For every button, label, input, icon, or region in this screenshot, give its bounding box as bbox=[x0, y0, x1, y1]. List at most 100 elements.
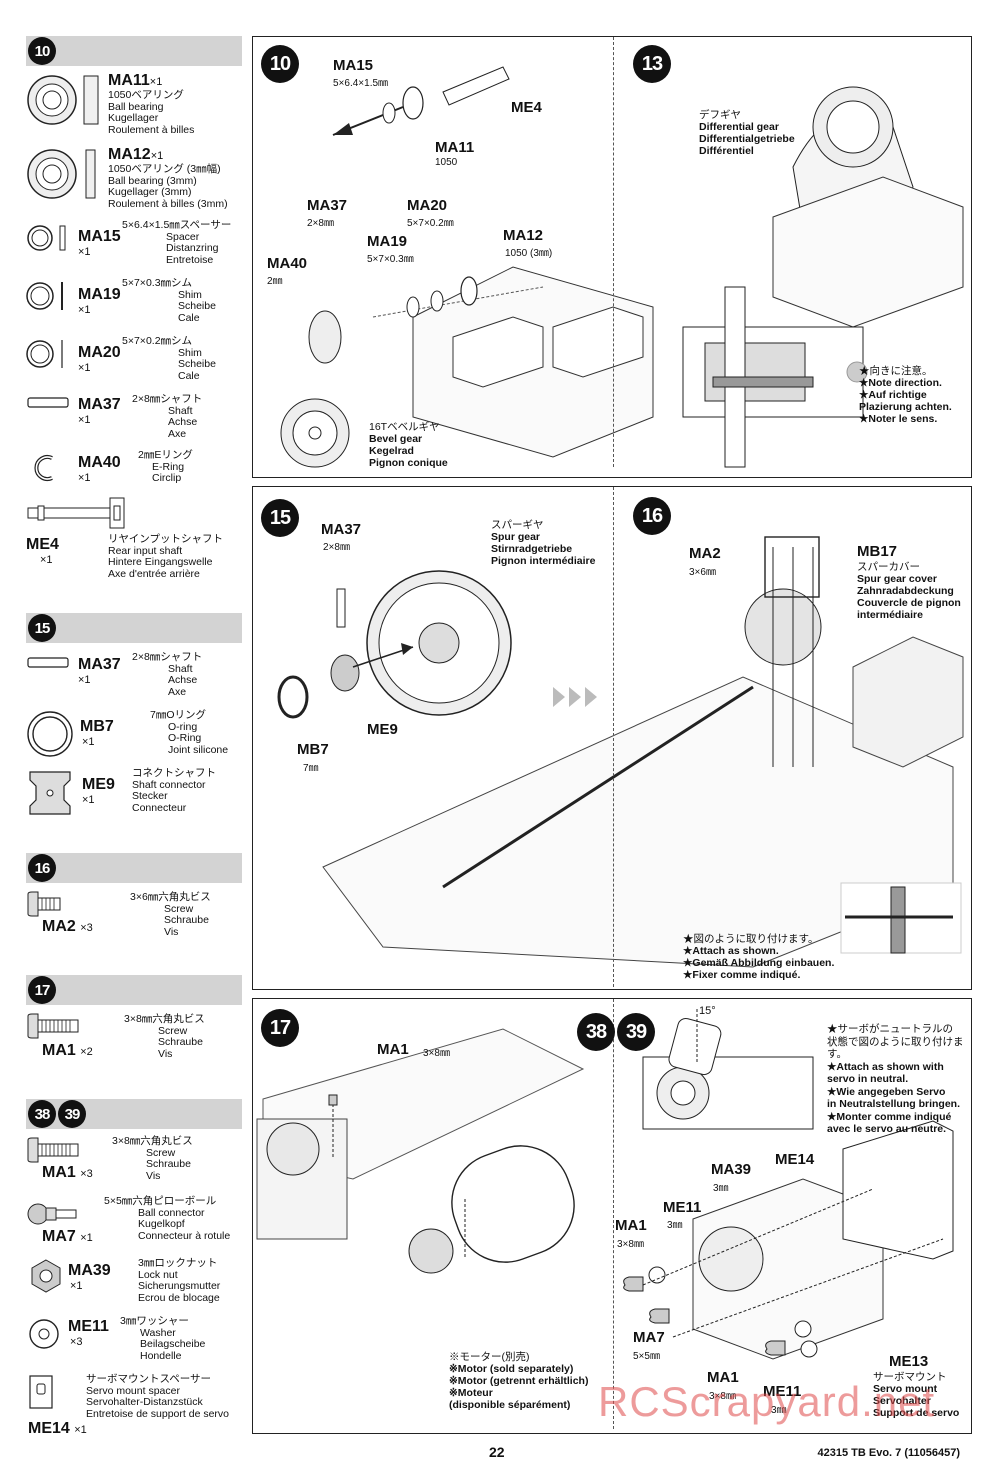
part-qty: ×1 bbox=[74, 1424, 87, 1436]
model-code: 42315 TB Evo. 7 (11056457) bbox=[817, 1447, 960, 1459]
shim-icon bbox=[26, 282, 63, 310]
panel-steps-15-16: 15 MA37 2×8㎜ スパーギヤ Spur gear Stirnradget… bbox=[252, 486, 972, 990]
label-ma15-size: 5×6.4×1.5㎜ bbox=[333, 78, 389, 89]
screw-icon bbox=[27, 1013, 79, 1039]
servo-spacer-icon bbox=[29, 1375, 53, 1409]
part-qty: ×3 bbox=[70, 1336, 83, 1348]
screw-icon bbox=[27, 891, 61, 917]
part-description: 3㎜ロックナット Lock nut Sicherungsmutter Ecrou… bbox=[138, 1257, 221, 1304]
step-divider bbox=[613, 487, 614, 987]
servo-mount-caption: サーボマウント Servo mount Servohalter Support … bbox=[873, 1371, 960, 1419]
step-divider bbox=[613, 999, 614, 1429]
label-ma1b-size: 3×8㎜ bbox=[709, 1391, 736, 1402]
panel-steps-10-13: 10 MA15 5×6.4×1.5㎜ ME4 MA11 1050 MA37 2×… bbox=[252, 36, 972, 478]
part-qty: ×1 bbox=[70, 1280, 83, 1292]
label-ma37: MA37 bbox=[307, 197, 348, 214]
label-ma19-size: 5×7×0.3㎜ bbox=[367, 254, 414, 265]
label-me11-size: 3㎜ bbox=[667, 1220, 683, 1231]
bevel-gear-caption: 16Tベベルギヤ Bevel gear Kegelrad Pignon coni… bbox=[369, 421, 448, 469]
label-me9: ME9 bbox=[367, 721, 398, 738]
label-ma1b: MA1 bbox=[707, 1369, 739, 1386]
step-badge: 10 bbox=[28, 37, 56, 65]
step-badge-13: 13 bbox=[633, 45, 671, 83]
screw-icon bbox=[27, 1137, 79, 1163]
part-qty: ×1 bbox=[78, 472, 91, 484]
part-description: 3×8㎜六角丸ビス Screw Schraube Vis bbox=[124, 1013, 205, 1060]
step-badge-15: 15 bbox=[261, 499, 299, 537]
label-ma1-size: 3×8㎜ bbox=[423, 1048, 450, 1059]
part-description: 1050ベアリング (3㎜幅)Ball bearing (3mm)Kugella… bbox=[108, 163, 228, 210]
panel-steps-17-38-39: 17 MA1 3×8㎜ ※モーター(別売) ※Motor (sold separ… bbox=[252, 998, 972, 1434]
part-qty: ×1 bbox=[149, 76, 163, 88]
step-badge-39: 39 bbox=[617, 1013, 655, 1051]
input-shaft-icon bbox=[27, 497, 125, 529]
label-mb17: MB17 bbox=[857, 543, 898, 560]
part-id: MA2 bbox=[42, 918, 76, 935]
shaft-icon bbox=[27, 657, 69, 668]
step-badge-17: 17 bbox=[261, 1009, 299, 1047]
label-ma40: MA40 bbox=[267, 255, 308, 272]
part-description: 5×7×0.2㎜シム Shim Scheibe Cale bbox=[122, 335, 216, 382]
part-description: 3×6㎜六角丸ビス Screw Schraube Vis bbox=[130, 891, 211, 938]
part-id: MA20 bbox=[78, 344, 121, 361]
part-id: MA15 bbox=[78, 228, 121, 245]
section-header-38-39: 38 39 bbox=[26, 1099, 242, 1129]
label-me11: ME11 bbox=[663, 1199, 702, 1216]
part-id: ME14 bbox=[28, 1420, 70, 1437]
step-badge: 15 bbox=[28, 614, 56, 642]
motor-caption: ※モーター(別売) ※Motor (sold separately) ※Moto… bbox=[449, 1351, 589, 1411]
o-ring-icon bbox=[27, 711, 73, 757]
label-me11b: ME11 bbox=[763, 1383, 802, 1400]
part-id: MA37 bbox=[78, 396, 121, 413]
part-id: MA37 bbox=[78, 656, 121, 673]
step-badge-38: 38 bbox=[577, 1013, 615, 1051]
ball-connector-icon bbox=[27, 1203, 77, 1225]
part-qty: ×1 bbox=[80, 1232, 93, 1244]
label-ma20-size: 5×7×0.2㎜ bbox=[407, 218, 454, 229]
section-header-16: 16 bbox=[26, 853, 242, 883]
part-description: 5×6.4×1.5㎜スペーサー Spacer Distanzring Entre… bbox=[122, 219, 232, 266]
part-qty: ×1 bbox=[150, 150, 164, 162]
part-id: ME11 bbox=[68, 1318, 109, 1335]
part-description: 2×8㎜シャフト Shaft Achse Axe bbox=[132, 393, 203, 440]
page-number: 22 bbox=[489, 1444, 505, 1460]
e-ring-icon bbox=[34, 455, 53, 481]
assembly-illustration bbox=[277, 536, 964, 968]
part-description: 5×7×0.3㎜シム Shim Scheibe Cale bbox=[122, 277, 216, 324]
part-qty: ×1 bbox=[40, 554, 53, 566]
part-description: 3×8㎜六角丸ビス Screw Schraube Vis bbox=[112, 1135, 193, 1182]
label-ma1-size: 3×8㎜ bbox=[617, 1239, 644, 1250]
label-ma37-size: 2×8㎜ bbox=[307, 218, 334, 229]
label-ma11-size: 1050 bbox=[435, 157, 458, 168]
part-id: MA39 bbox=[68, 1262, 111, 1279]
part-description: 3㎜ワッシャー Washer Beilagscheibe Hondelle bbox=[120, 1315, 206, 1362]
label-ma7: MA7 bbox=[633, 1329, 665, 1346]
label-ma37: MA37 bbox=[321, 521, 362, 538]
label-ma37-size: 2×8㎜ bbox=[323, 542, 350, 553]
lock-nut-icon bbox=[31, 1259, 61, 1293]
servo-neutral-note: ★サーボがニュートラルの 状態で図のように取り付けま す。 ★Attach as… bbox=[827, 1023, 964, 1135]
label-ma15: MA15 bbox=[333, 57, 374, 74]
label-ma40-size: 2㎜ bbox=[267, 276, 283, 287]
part-qty: ×1 bbox=[78, 246, 91, 258]
attach-note: ★図のように取り付けます。 ★Attach as shown. ★Gemäß A… bbox=[683, 933, 835, 981]
part-id: ME4 bbox=[26, 536, 59, 553]
label-ma12: MA12 bbox=[503, 227, 544, 244]
section-header-17: 17 bbox=[26, 975, 242, 1005]
label-ma11: MA11 bbox=[435, 139, 475, 156]
label-angle: 15° bbox=[699, 1005, 716, 1017]
label-me14: ME14 bbox=[775, 1151, 815, 1168]
part-description: 2㎜Eリング E-Ring Circlip bbox=[138, 449, 193, 484]
assembly-illustration bbox=[256, 1009, 954, 1360]
section-header-10: 10 bbox=[26, 36, 242, 66]
label-me13: ME13 bbox=[889, 1353, 929, 1370]
part-qty: ×1 bbox=[78, 414, 91, 426]
differential-caption: デフギヤ Differential gear Differentialgetri… bbox=[699, 109, 795, 157]
label-ma20: MA20 bbox=[407, 197, 448, 214]
watermark-text: RCScrapyard.net bbox=[598, 1378, 936, 1425]
part-id: MA19 bbox=[78, 286, 121, 303]
label-ma1: MA1 bbox=[377, 1041, 409, 1058]
